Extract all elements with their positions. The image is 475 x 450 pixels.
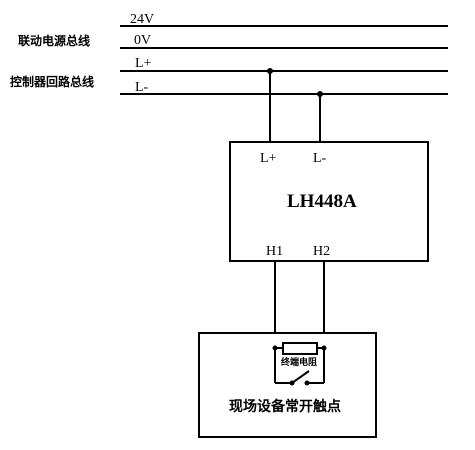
resistor-label: 终端电阻 <box>280 356 317 368</box>
junction-dot-lplus <box>267 68 273 74</box>
switch-blade <box>291 370 310 384</box>
label-bus-lminus: L- <box>135 80 149 95</box>
label-bus-lplus: L+ <box>135 56 152 71</box>
loop-node-tl <box>272 345 278 351</box>
field-device-label: 现场设备常开触点 <box>229 398 341 415</box>
label-0v: 0V <box>134 33 151 48</box>
module-box <box>229 141 429 262</box>
module-title: LH448A <box>287 191 357 212</box>
loop-bus-label: 控制器回路总线 <box>10 74 94 89</box>
module-term-h2: H2 <box>313 244 330 259</box>
terminal-resistor <box>282 342 318 355</box>
module-term-lplus: L+ <box>260 151 277 166</box>
switch-contact-left <box>289 380 295 386</box>
label-24v: 24V <box>130 12 154 27</box>
switch-contact-right <box>304 380 310 386</box>
loop-node-tr <box>321 345 327 351</box>
power-bus-label: 联动电源总线 <box>18 33 90 48</box>
module-term-h1: H1 <box>266 244 283 259</box>
module-term-lminus: L- <box>313 151 327 166</box>
junction-dot-lminus <box>317 91 323 97</box>
